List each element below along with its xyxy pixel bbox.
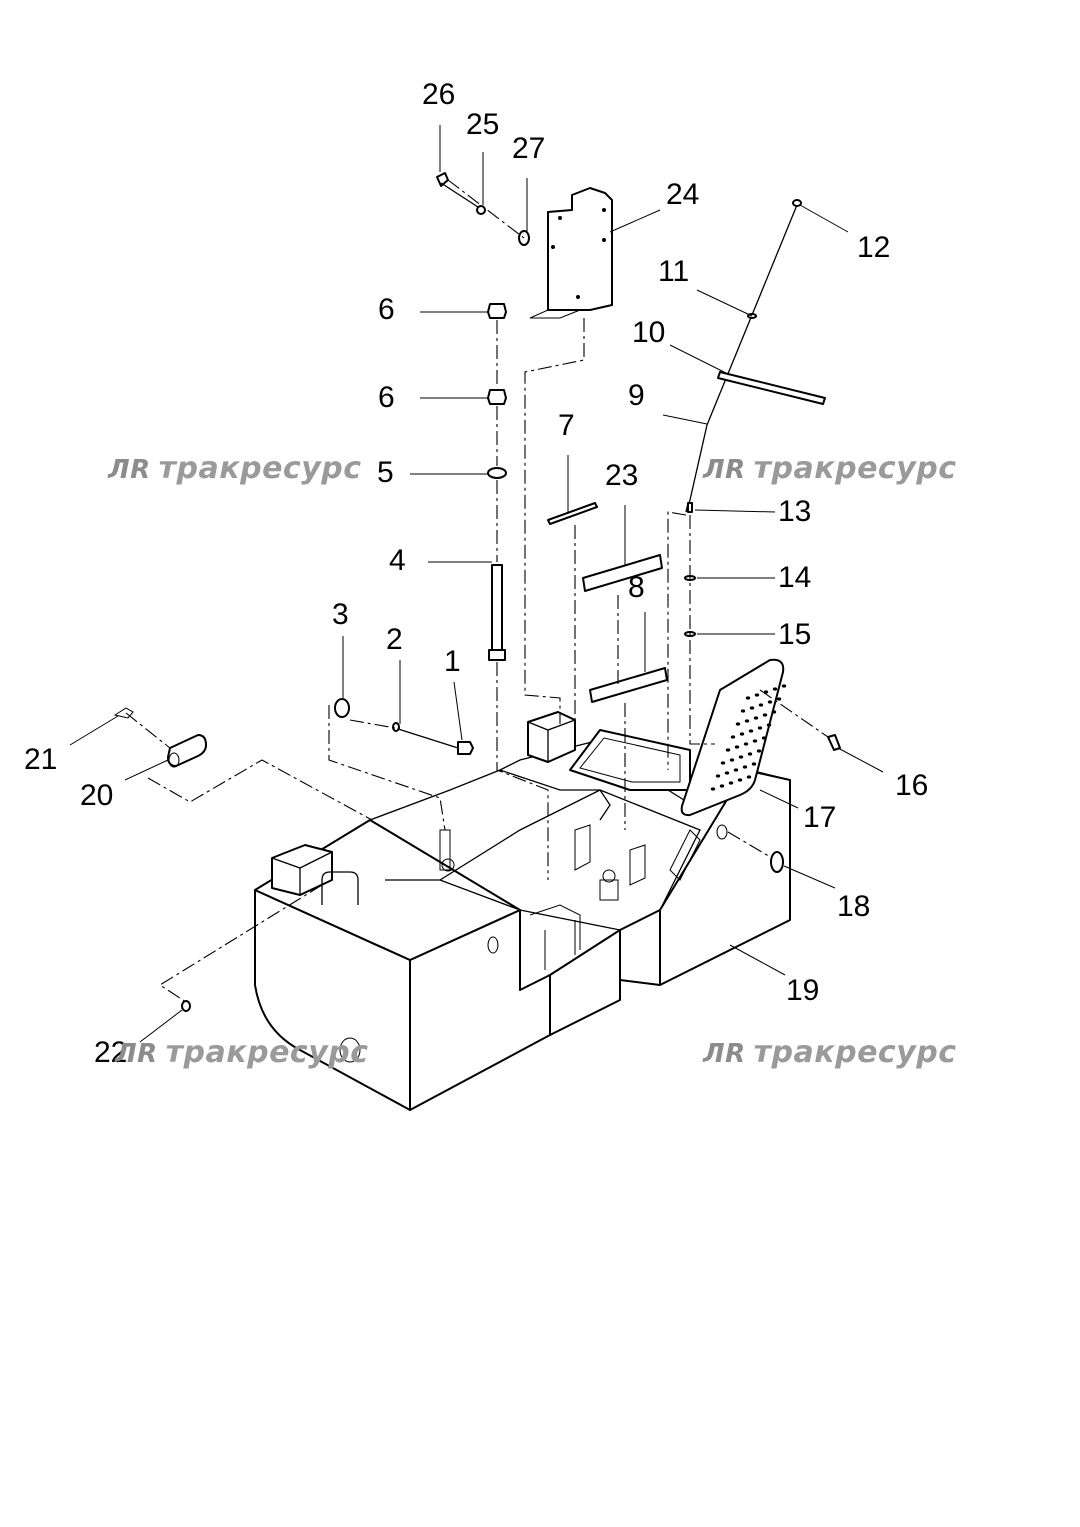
watermark-text: тракресурс (158, 451, 362, 486)
callout-7: 7 (558, 409, 575, 442)
callout-8: 8 (628, 571, 645, 604)
callout-25: 26 (422, 78, 456, 111)
plate-hole (743, 742, 749, 746)
watermark-logo: ЛR (703, 1039, 746, 1069)
plate-hole (772, 687, 778, 691)
plate-hole (737, 778, 743, 782)
plate-hole (745, 696, 751, 700)
callout-2: 2 (386, 623, 403, 656)
watermark-logo: ЛR (115, 1039, 158, 1069)
plate-hole (735, 722, 741, 726)
plate-hole (746, 775, 752, 779)
plate-hole (715, 774, 721, 778)
plate-hole (761, 736, 767, 740)
callout-12: 12 (857, 231, 891, 264)
plate-hole (740, 709, 746, 713)
plate-hole (781, 684, 787, 688)
plate-hole (756, 749, 762, 753)
watermark-logo: ЛR (108, 455, 151, 485)
plate-hole (753, 716, 759, 720)
plate-hole (766, 723, 772, 727)
plate-hole (744, 719, 750, 723)
watermark-text: тракресурс (753, 1035, 957, 1070)
watermark-text: тракресурс (165, 1035, 369, 1070)
callout-6-lower: 6 (378, 381, 395, 414)
bracket-plate (529, 187, 613, 319)
plate-hole (751, 762, 757, 766)
perforated-plate (680, 658, 787, 817)
assembly-lines (125, 179, 829, 1003)
plate-hole (719, 784, 725, 788)
plate-hole (738, 755, 744, 759)
housing-body (254, 711, 791, 1111)
leader-lines (69, 125, 884, 1043)
watermark-text: тракресурс (753, 451, 957, 486)
callout-1: 1 (444, 645, 461, 678)
plate-hole (758, 703, 764, 707)
callout-20: 20 (80, 779, 114, 812)
callout-24: 24 (666, 178, 700, 211)
callout-16: 16 (895, 769, 929, 802)
callout-14: 14 (778, 561, 812, 594)
plate-hole (725, 748, 731, 752)
callout-6-upper: 6 (378, 293, 395, 326)
plate-hole (728, 781, 734, 785)
callout-26: 25 (466, 108, 500, 141)
plate-hole (747, 752, 753, 756)
callout-22: 22 (94, 1036, 128, 1069)
plate-hole (771, 710, 777, 714)
plate-hole (757, 726, 763, 730)
plate-hole (762, 713, 768, 717)
plate-hole (739, 732, 745, 736)
stud-assembly (487, 303, 507, 661)
plate-hole (767, 700, 773, 704)
callout-17: 17 (803, 801, 837, 834)
callout-27: 27 (512, 132, 546, 165)
plate-hole (776, 697, 782, 701)
callout-4: 4 (389, 544, 406, 577)
callout-13: 13 (778, 495, 812, 528)
plate-hole (720, 761, 726, 765)
plate-hole (730, 735, 736, 739)
plate-hole (754, 693, 760, 697)
callout-3: 3 (332, 598, 349, 631)
callout-11: 11 (658, 255, 690, 288)
strips (547, 502, 668, 703)
plate-hole (752, 739, 758, 743)
watermark-logo: ЛR (703, 455, 746, 485)
callout-23: 23 (605, 459, 639, 492)
callout-18: 18 (837, 890, 871, 923)
plate-hole (734, 745, 740, 749)
plate-hole (733, 768, 739, 772)
plate-hole (724, 771, 730, 775)
small-parts (113, 172, 841, 1012)
callout-15: 15 (778, 618, 812, 651)
plate-hole (748, 729, 754, 733)
callout-5: 5 (377, 456, 394, 489)
plate-hole (710, 787, 716, 791)
callout-19: 19 (786, 974, 820, 1007)
plate-hole (729, 758, 735, 762)
callout-10: 10 (632, 316, 666, 349)
plate-hole (742, 765, 748, 769)
callout-21: 21 (24, 743, 58, 776)
plate-hole (749, 706, 755, 710)
callout-9: 9 (628, 379, 645, 412)
